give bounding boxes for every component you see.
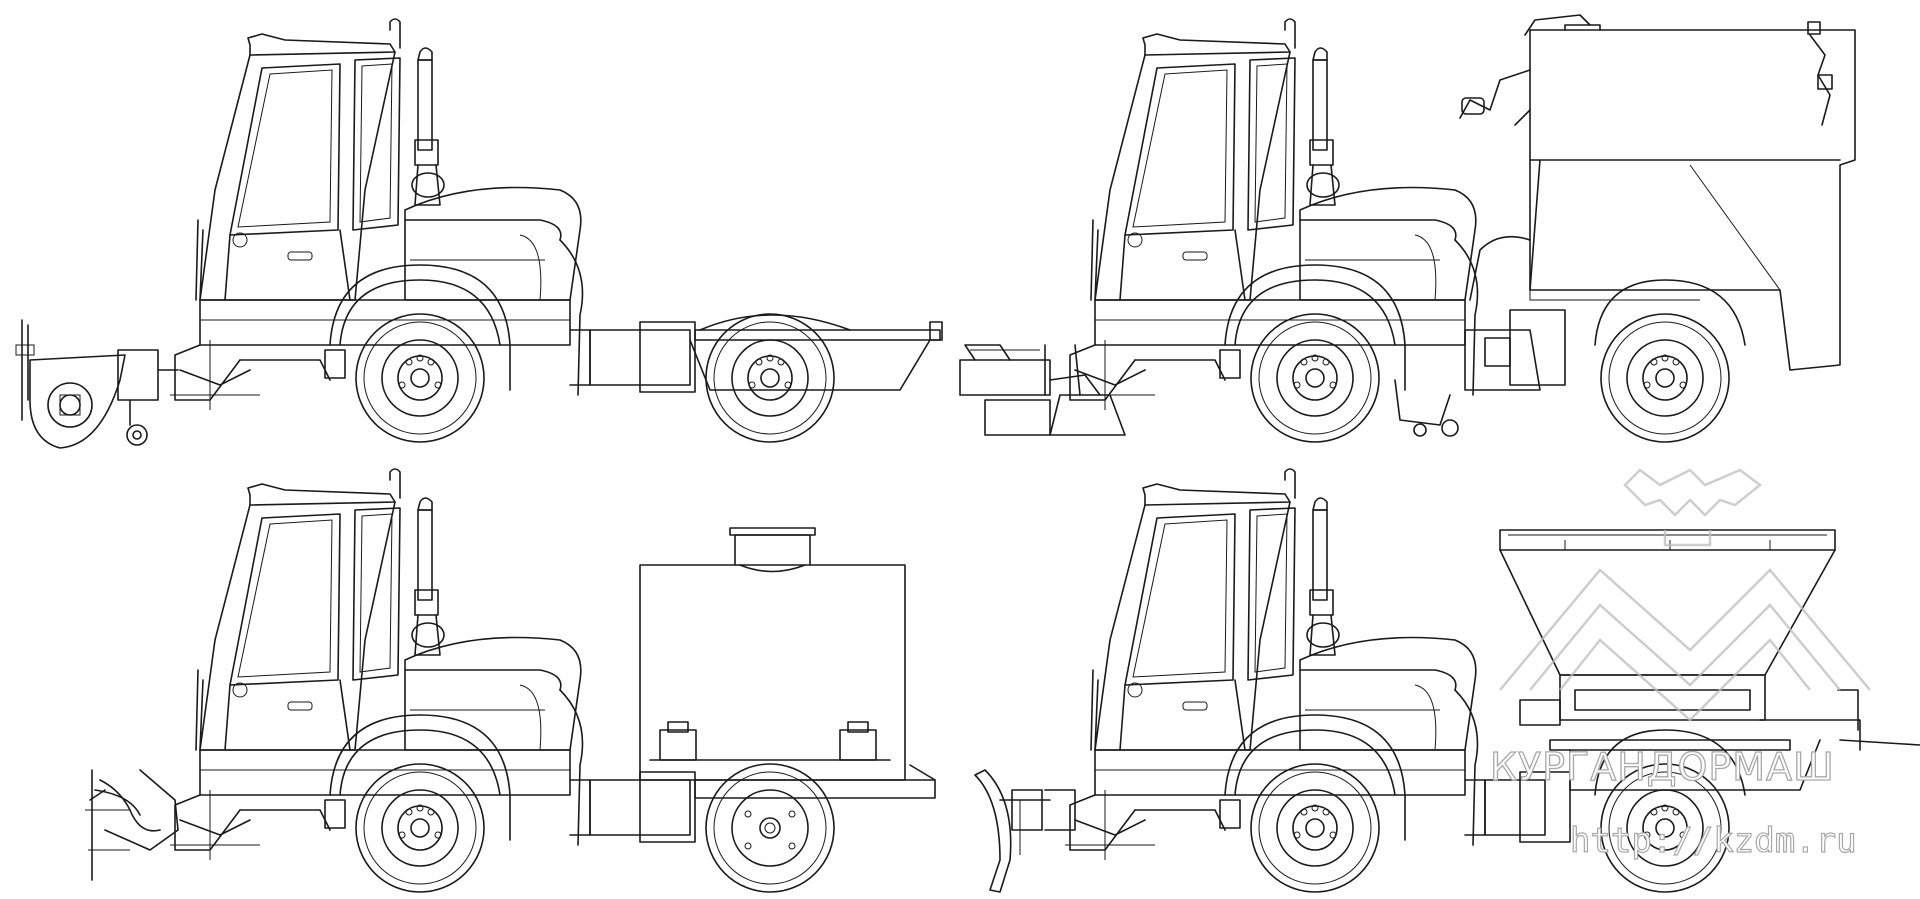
view-sweeper-bin xyxy=(959,14,1856,443)
watermark-url: http://kzdm.ru xyxy=(1570,821,1857,861)
view-water-tank xyxy=(85,468,936,893)
front-broom-attachment xyxy=(959,344,1126,436)
front-plow-attachment xyxy=(85,769,179,881)
front-brush-attachment xyxy=(15,319,179,449)
watermark-brand: КУРГАНДОРМАШ xyxy=(1490,745,1835,789)
snow-blade-attachment xyxy=(974,769,1076,893)
view-spreader xyxy=(974,468,1920,893)
view-front-brush-flatbed xyxy=(15,18,943,449)
watermark-logo xyxy=(1499,468,1871,722)
